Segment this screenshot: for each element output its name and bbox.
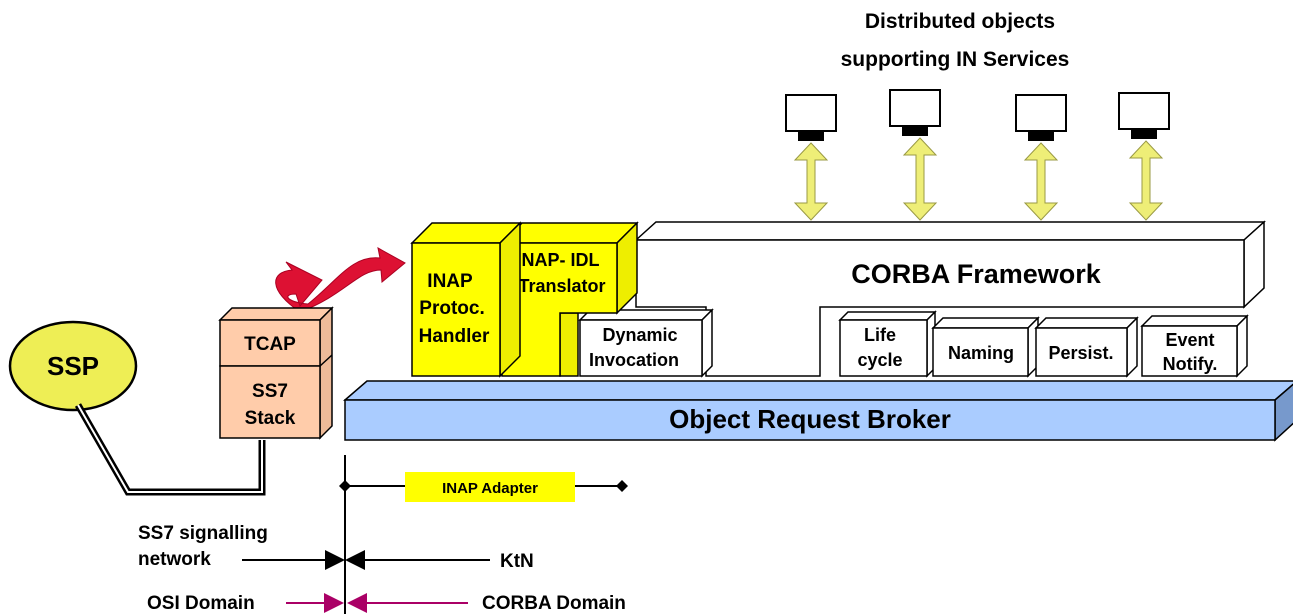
ktn-label: KtN xyxy=(500,551,534,572)
inap-adapter-label: INAP Adapter xyxy=(442,480,538,497)
naming-label: Naming xyxy=(948,343,1014,363)
double-arrow-icon xyxy=(1128,140,1164,221)
inap-translator-block: INAP- IDL Translator xyxy=(500,221,639,377)
double-arrow-icon xyxy=(902,137,938,221)
dynamic-label-line-1: Dynamic xyxy=(602,325,677,345)
ssp-node: SSP xyxy=(8,320,138,412)
red-curved-arrow-icon xyxy=(275,247,406,313)
object-monitor-icon xyxy=(785,94,837,141)
translator-label-line-1: INAP- IDL xyxy=(517,250,600,270)
lifecycle-label-line-1: Life xyxy=(864,325,896,345)
inap-adapter-span: INAP Adapter xyxy=(339,472,628,502)
handler-label-line-3: Handler xyxy=(419,326,490,347)
persist-box: Persist. xyxy=(1034,316,1139,378)
ss7-network-label-line-2: network xyxy=(138,549,211,570)
dynamic-label-line-2: Invocation xyxy=(589,350,679,370)
double-arrow-icon xyxy=(1023,142,1059,221)
corba-domain-label: CORBA Domain xyxy=(482,593,626,614)
ss7-network-label-line-1: SS7 signalling xyxy=(138,523,268,544)
distributed-objects xyxy=(785,89,1170,141)
ssp-label: SSP xyxy=(47,351,99,381)
inap-handler-block: INAP Protoc. Handler xyxy=(410,221,522,378)
persist-label: Persist. xyxy=(1048,343,1113,363)
double-arrow-icon xyxy=(793,142,829,221)
object-monitor-icon xyxy=(1118,92,1170,139)
osi-domain-label: OSI Domain xyxy=(147,593,255,614)
title-line-2: supporting IN Services xyxy=(841,48,1070,71)
event-notify-box: Event Notify. xyxy=(1140,314,1249,378)
lifecycle-label-line-2: cycle xyxy=(857,350,902,370)
translator-label-line-2: Translator xyxy=(518,276,605,296)
ss7-label-line-1: SS7 xyxy=(252,381,288,402)
orb-bar: Object Request Broker xyxy=(342,380,1293,442)
tcap-label: TCAP xyxy=(244,334,296,355)
corba-label: CORBA Framework xyxy=(851,259,1102,289)
naming-box: Naming xyxy=(931,316,1040,378)
corba-framework: CORBA Framework xyxy=(634,220,1266,377)
dynamic-invocation-box: Dynamic Invocation xyxy=(578,308,714,378)
lifecycle-box: Life cycle xyxy=(838,310,937,378)
ss7-stack-block: TCAP SS7 Stack xyxy=(218,306,334,440)
signalling-line xyxy=(74,403,266,496)
title-line-1: Distributed objects xyxy=(865,10,1055,33)
event-label-line-1: Event xyxy=(1165,330,1214,350)
handler-label-line-2: Protoc. xyxy=(419,298,484,319)
handler-label-line-1: INAP xyxy=(427,271,473,292)
object-monitor-icon xyxy=(889,89,941,136)
orb-label: Object Request Broker xyxy=(669,404,951,434)
object-monitor-icon xyxy=(1015,94,1067,141)
ss7-label-line-2: Stack xyxy=(245,408,296,429)
object-links xyxy=(793,137,1164,221)
diagram-title: Distributed objects supporting IN Servic… xyxy=(841,10,1070,71)
event-label-line-2: Notify. xyxy=(1163,354,1218,374)
